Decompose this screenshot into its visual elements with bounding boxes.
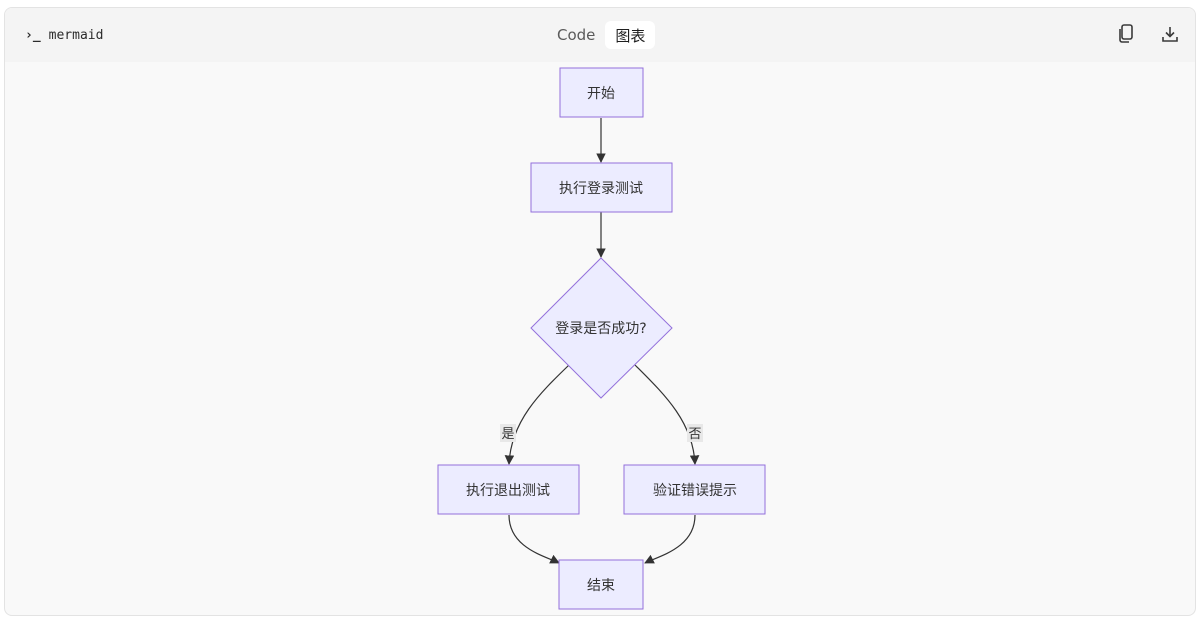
tab-diagram[interactable]: 图表: [605, 21, 656, 49]
node-decision-label: 登录是否成功?: [555, 321, 646, 337]
edge-decision-no: [634, 364, 700, 465]
language-indicator: ›_ mermaid: [25, 25, 103, 45]
node-login-test: [530, 162, 673, 213]
flowchart-diagram: 是 否 开始 执行登录测试 登录是否成功? 执行退出测试 验证错误提示 结束: [437, 67, 766, 610]
edge-verify-to-end: [644, 514, 696, 564]
edge-label-yes: 是: [501, 427, 514, 442]
node-end: [558, 559, 644, 610]
download-icon: [1162, 27, 1178, 42]
view-tabs: Code 图表: [547, 21, 656, 49]
node-logout-test-label: 执行退出测试: [466, 483, 550, 499]
node-end-label: 结束: [587, 578, 615, 594]
copy-button[interactable]: [1115, 22, 1137, 46]
node-start-label: 开始: [587, 86, 615, 102]
node-start: [559, 67, 644, 118]
edge-logout-to-end: [508, 514, 560, 564]
code-block-toolbar: ›_ mermaid Code 图表: [5, 8, 1195, 62]
edge-label-no-bg: [687, 424, 703, 442]
download-button[interactable]: [1159, 22, 1181, 46]
code-block-card: ›_ mermaid Code 图表: [4, 7, 1196, 616]
tab-code[interactable]: Code: [557, 26, 596, 44]
node-decision: [530, 257, 673, 399]
toolbar-actions: [1115, 22, 1181, 46]
edge-decision-yes: [504, 364, 570, 465]
terminal-prompt-icon: ›_: [25, 27, 41, 43]
node-logout-test: [437, 464, 580, 515]
edge-label-no: 否: [688, 427, 701, 442]
node-verify-error: [623, 464, 766, 515]
language-label: mermaid: [48, 27, 104, 43]
copy-icon: [1119, 24, 1133, 43]
node-login-test-label: 执行登录测试: [559, 181, 643, 197]
node-verify-error-label: 验证错误提示: [653, 483, 737, 499]
edge-label-yes-bg: [500, 424, 516, 442]
